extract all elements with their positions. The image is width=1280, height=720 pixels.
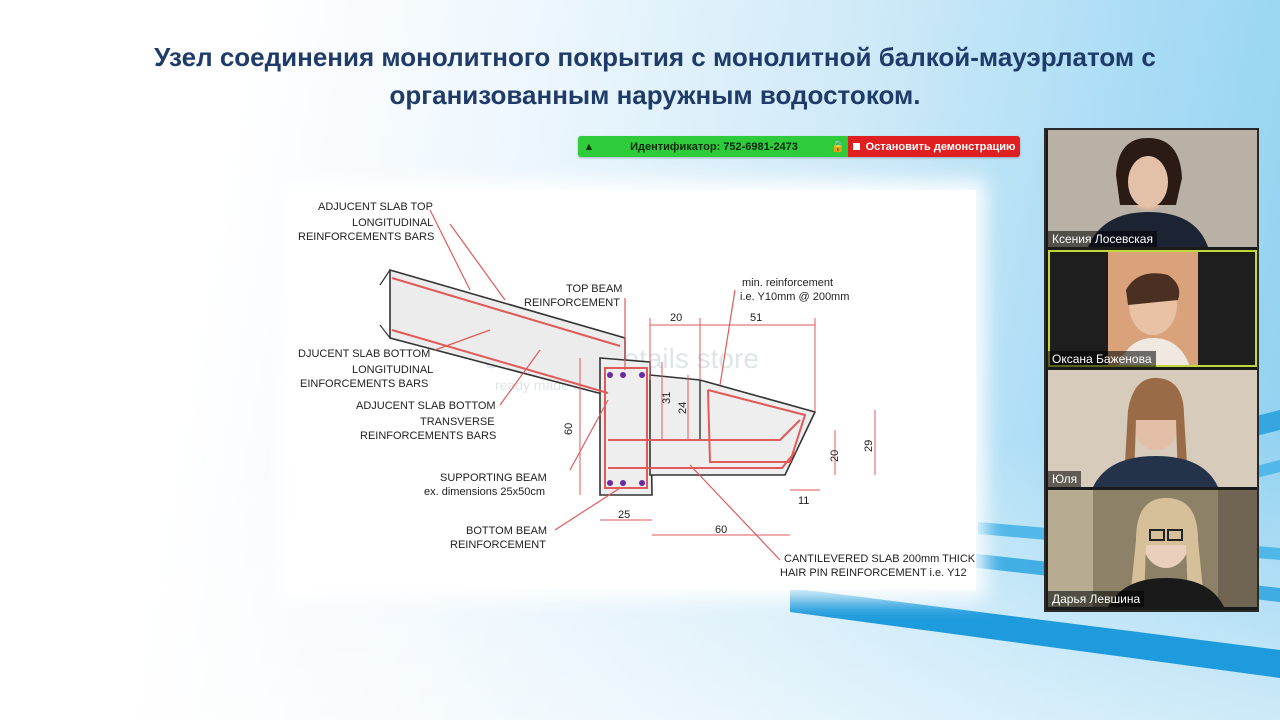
slide-title: Узел соединения монолитного покрытия с м…	[154, 42, 1156, 110]
participant-name-4: Дарья Левшина	[1048, 591, 1145, 607]
participant-avatar-4	[1048, 490, 1257, 607]
label-reinforcements-bottom: EINFORCEMENTS BARS	[300, 378, 428, 390]
label-adjacent-slab-top: ADJUCENT SLAB TOP	[318, 201, 433, 213]
label-adjacent-slab-bottom: DJUCENT SLAB BOTTOM	[298, 348, 430, 360]
label-supporting-beam: SUPPORTING BEAM	[440, 472, 547, 484]
leader-lines	[429, 209, 781, 561]
label-transverse: TRANSVERSE	[420, 416, 495, 428]
stop-share-button[interactable]: Остановить демонстрацию	[848, 136, 1020, 157]
label-cantilevered-slab: CANTILEVERED SLAB 200mm THICK	[784, 553, 976, 565]
dim-25: 25	[618, 509, 630, 521]
rebar-dots	[607, 372, 645, 486]
stop-icon	[852, 143, 860, 150]
supporting-beam-section	[599, 357, 653, 496]
dimension-texts: 20 51 31 24 60 20 29 11 25 60	[563, 312, 875, 536]
label-min-reinforcement: min. reinforcement	[742, 277, 833, 289]
video-tile-2[interactable]: Оксана Баженова	[1048, 250, 1257, 367]
label-hair-pin-reinforcement: HAIR PIN REINFORCEMENT i.e. Y12	[780, 567, 967, 579]
dimension-lines	[579, 318, 876, 536]
meeting-id-text: Идентификатор: 752-6981-2473	[630, 140, 798, 153]
reinforcement-bars	[391, 277, 807, 489]
callout-labels: ADJUCENT SLAB TOP LONGITUDINAL REINFORCE…	[298, 201, 976, 579]
dim-51: 51	[750, 312, 762, 324]
label-bottom-beam-reinforcement: REINFORCEMENT	[450, 539, 546, 551]
video-tile-3[interactable]: Юля	[1048, 370, 1257, 487]
stop-share-label: Остановить демонстрацию	[865, 140, 1016, 153]
dim-60-vertical: 60	[563, 423, 575, 435]
label-reinforcements-top: REINFORCEMENTS BARS	[298, 231, 434, 243]
label-bottom-beam: BOTTOM BEAM	[466, 525, 547, 537]
participant-avatar-1	[1048, 130, 1257, 247]
label-longitudinal-top: LONGITUDINAL	[352, 217, 433, 229]
label-supporting-beam-dims: ex. dimensions 25x50cm	[424, 486, 545, 498]
label-min-reinforcement-spec: i.e. Y10mm @ 200mm	[740, 291, 849, 303]
screen-share-toolbar: ▲ Идентификатор: 752-6981-2473 🔒 Останов…	[578, 136, 1020, 157]
dim-31: 31	[661, 392, 673, 404]
participant-name-2: Оксана Баженова	[1048, 351, 1156, 367]
lock-icon: 🔒	[831, 141, 845, 153]
dim-24: 24	[677, 402, 689, 414]
participant-video-panel: Ксения Лосевская Оксана Баженова Юля	[1044, 128, 1259, 612]
pin-icon[interactable]: ▲	[583, 140, 595, 153]
engineering-drawing: structural details store ready made draw…	[290, 190, 976, 590]
cantilever-slab-section	[649, 374, 817, 476]
participant-avatar-2	[1048, 250, 1257, 367]
dim-29: 29	[863, 440, 875, 452]
meeting-id-panel[interactable]: ▲ Идентификатор: 752-6981-2473 🔒	[578, 136, 848, 157]
dim-20-top: 20	[670, 312, 682, 324]
participant-avatar-3	[1048, 370, 1257, 487]
label-top-beam-reinforcement: REINFORCEMENT	[524, 297, 620, 309]
label-longitudinal-bottom: LONGITUDINAL	[352, 364, 433, 376]
drawing-canvas: structural details store ready made draw…	[298, 201, 976, 579]
video-tile-1[interactable]: Ксения Лосевская	[1048, 130, 1257, 247]
label-transverse-reinforcements: REINFORCEMENTS BARS	[360, 430, 496, 442]
dim-60-horizontal: 60	[715, 524, 727, 536]
label-top-beam: TOP BEAM	[566, 283, 622, 295]
dim-20-vertical: 20	[829, 450, 841, 462]
video-tile-4[interactable]: Дарья Левшина	[1048, 490, 1257, 607]
dim-11: 11	[798, 495, 809, 507]
participant-name-1: Ксения Лосевская	[1048, 231, 1157, 247]
participant-name-3: Юля	[1048, 471, 1082, 487]
label-adjacent-slab-bottom-transverse: ADJUCENT SLAB BOTTOM	[356, 400, 496, 412]
